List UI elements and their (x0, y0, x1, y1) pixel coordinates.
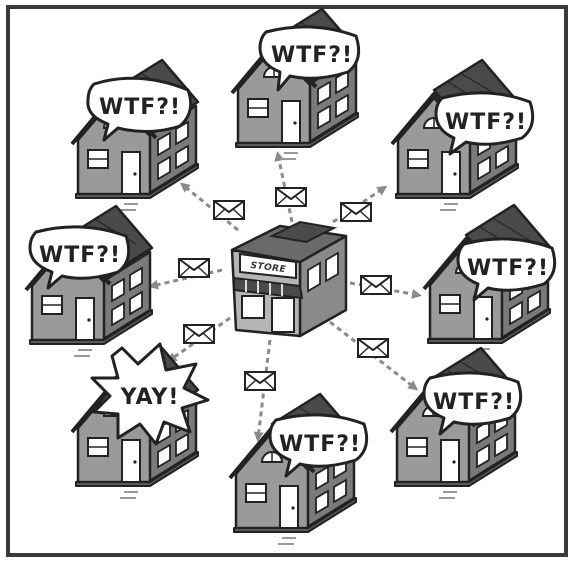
store-sign: STORE (250, 261, 287, 275)
speech-bubble: WTF?! (456, 237, 557, 302)
bubble-text: WTF?! (445, 110, 527, 135)
envelope-icon (213, 200, 245, 220)
speech-bubble: WTF?! (86, 76, 193, 142)
bubble-text: WTF?! (39, 243, 121, 268)
store-building: STORE (230, 220, 348, 338)
bubbles-group: WTF?! WTF?! WTF?! WTF?! WTF?! YAY! (28, 25, 557, 478)
bubble-text: WTF?! (279, 432, 361, 457)
speech-bubble: WTF?! (258, 25, 361, 92)
bubble-text: YAY! (120, 385, 180, 410)
speech-bubble: WTF?! (268, 413, 369, 478)
speech-bubble: WTF?! (422, 371, 523, 436)
bubble-text: WTF?! (271, 43, 353, 68)
envelope-icon (360, 275, 392, 295)
speech-bubble: WTF?! (28, 225, 131, 290)
arrow-left (148, 268, 223, 290)
envelope-icon (183, 324, 215, 344)
envelope-icon (357, 338, 389, 358)
bubble-text: WTF?! (433, 390, 515, 415)
bubble-text: WTF?! (467, 256, 549, 281)
arrow-top (274, 151, 294, 223)
bubble-text: WTF?! (99, 95, 181, 120)
envelope-icon (340, 202, 372, 222)
envelope-icon (178, 258, 210, 278)
envelope-icon (244, 371, 276, 391)
arrow-top-left (179, 182, 239, 232)
envelope-icon (275, 187, 307, 207)
speech-bubble: WTF?! (434, 91, 535, 156)
speech-bubble-burst: YAY! (90, 342, 210, 446)
